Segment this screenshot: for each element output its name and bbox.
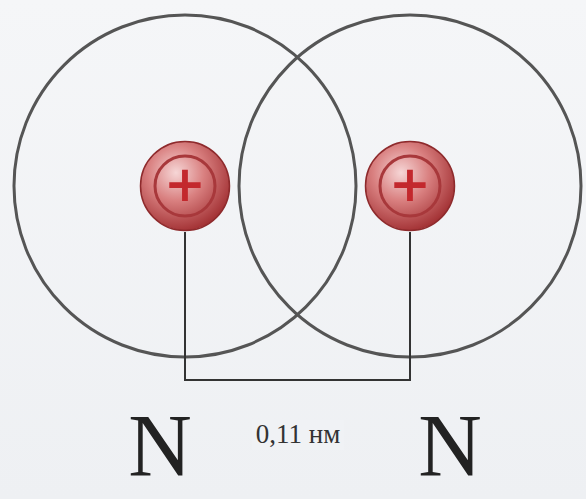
nucleus: + <box>139 140 231 232</box>
element-symbol: N <box>128 402 192 490</box>
charge-sign: + <box>164 159 206 209</box>
distance-bracket <box>185 232 410 380</box>
element-symbol: N <box>418 402 482 490</box>
charge-ring <box>380 156 440 216</box>
nucleus: + <box>364 140 456 232</box>
nucleus-fill <box>141 142 230 231</box>
nucleus-fill <box>366 142 455 231</box>
charge-sign: + <box>389 159 431 209</box>
bond-length: 0,11 нм <box>252 420 345 450</box>
charge-ring <box>155 156 215 216</box>
